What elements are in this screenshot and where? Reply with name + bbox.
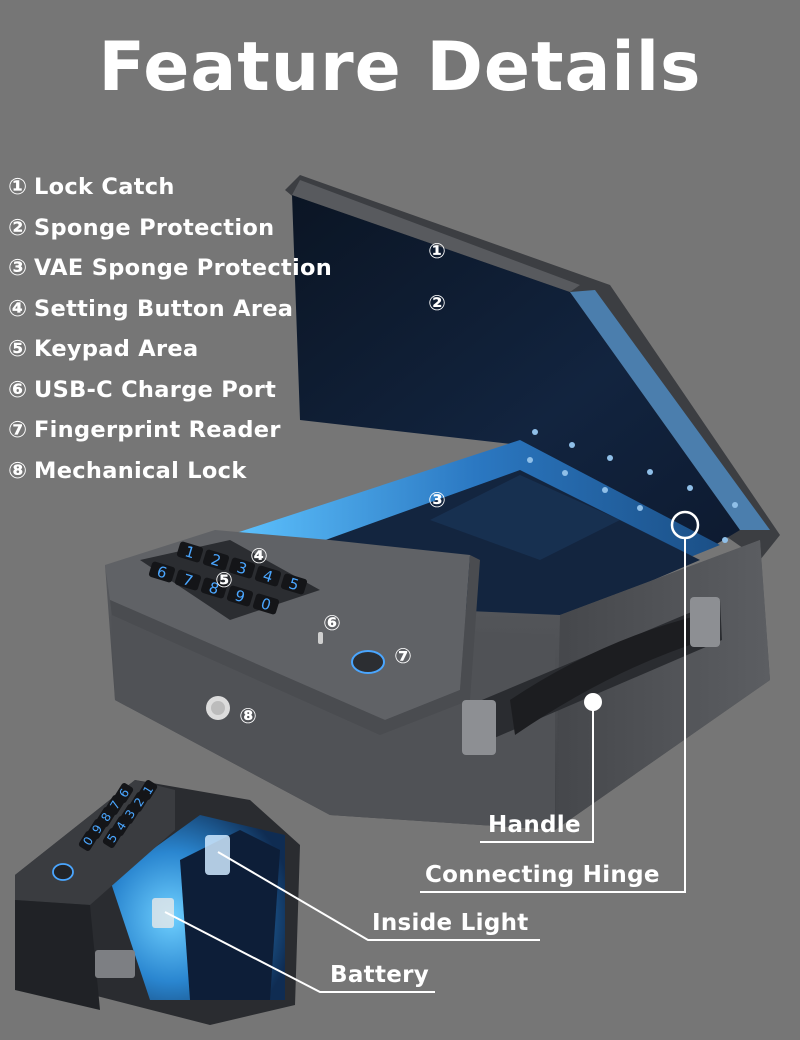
keypad-key: 7 (174, 569, 202, 591)
feature-label: USB-C Charge Port (34, 376, 277, 403)
keypad-key-cap (252, 593, 280, 615)
feature-number: ⑧ (8, 457, 28, 484)
feature-markers: ① ② ③ ④ ⑤ ⑥ ⑦ ⑧ (215, 239, 446, 728)
keypad-key: 6 (148, 561, 176, 583)
callout-inside-light: Inside Light (372, 910, 529, 936)
marker-fingerprint: ⑦ (394, 644, 412, 668)
marker-lock-catch: ① (428, 239, 446, 263)
keypad-key-cap (176, 541, 204, 563)
feature-label: Fingerprint Reader (34, 417, 281, 443)
feature-label: Keypad Area (34, 336, 199, 362)
keypad-key-cap (280, 573, 308, 595)
keypad-key-cap (226, 585, 254, 607)
inside-light (205, 835, 230, 875)
keypad-key: 0 (78, 831, 98, 851)
marker-vae-sponge: ③ (428, 488, 446, 512)
feature-number: ⑤ (8, 336, 28, 362)
keypad-key-cap (148, 561, 176, 583)
keypad-key-cap (202, 549, 230, 571)
marker-mechanical-lock: ⑧ (239, 704, 257, 728)
feature-label: Mechanical Lock (34, 457, 247, 484)
callout-handle: Handle (488, 812, 581, 838)
keypad-key: 2 (202, 549, 230, 571)
callout-battery: Battery (330, 962, 430, 988)
keypad-key: 3 (228, 557, 256, 579)
keypad-key: 1 (176, 541, 204, 563)
keypad-key-cap (200, 577, 228, 599)
keypad-key-cap (228, 557, 256, 579)
handle (462, 597, 722, 755)
fingerprint-reader (351, 650, 385, 674)
marker-keypad: ⑤ (215, 568, 233, 592)
keypad-key: 5 (280, 573, 308, 595)
keypad-key: 4 (254, 565, 282, 587)
usb-c-port (318, 632, 323, 644)
marker-sponge-protection: ② (428, 291, 446, 315)
keypad-key-cap (78, 831, 98, 851)
feature-label: VAE Sponge Protection (34, 255, 333, 281)
marker-usb-c: ⑥ (323, 611, 341, 635)
feature-number: ⑦ (8, 417, 28, 443)
keypad-key: 8 (200, 577, 228, 599)
page-title: Feature Details (98, 28, 702, 107)
inset-closeup (15, 780, 300, 1025)
feature-number: ⑥ (8, 376, 28, 403)
feature-label: Sponge Protection (34, 214, 275, 241)
feature-number: ④ (8, 295, 28, 322)
keypad-key: 5 (102, 828, 122, 848)
feature-number: ① (8, 174, 28, 200)
feature-number: ② (8, 214, 28, 241)
feature-label: Lock Catch (34, 174, 175, 200)
keypad-key: 9 (226, 585, 254, 607)
battery (152, 898, 174, 928)
keypad-key-cap (174, 569, 202, 591)
callout-connecting-hinge: Connecting Hinge (425, 862, 660, 888)
marker-setting-button: ④ (250, 544, 268, 568)
keypad-key-cap (102, 828, 122, 848)
leader-lines (164, 538, 686, 993)
mechanical-lock (206, 696, 230, 720)
feature-number: ③ (8, 255, 28, 281)
keypad-key-cap (254, 565, 282, 587)
keypad-key: 0 (252, 593, 280, 615)
safe-lid (285, 175, 780, 560)
hinge-dots (527, 429, 738, 543)
feature-label: Setting Button Area (34, 295, 294, 322)
